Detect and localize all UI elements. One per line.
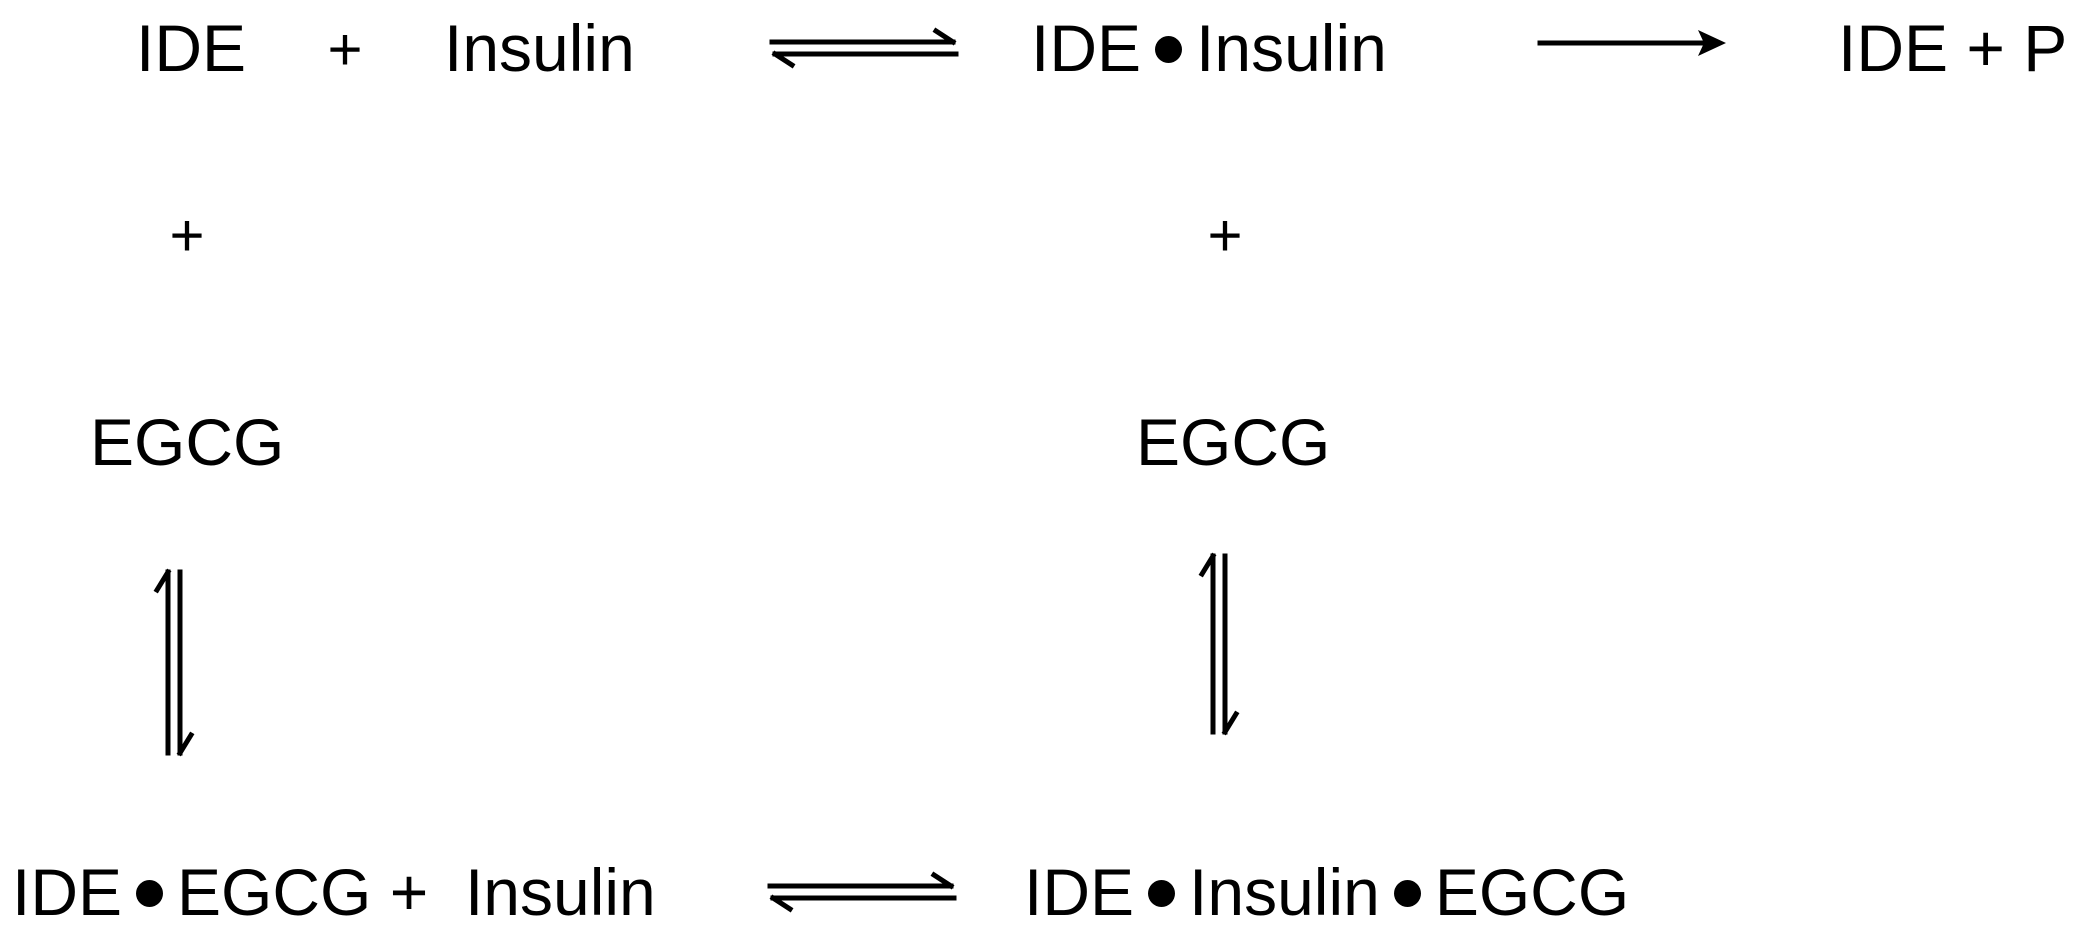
bond-dot (1393, 880, 1421, 908)
ide-label: IDE (12, 855, 123, 929)
products-label: P (2023, 11, 2068, 85)
equilibrium-arrow-bottom (767, 871, 957, 913)
catalysis-arrow (1537, 30, 1726, 56)
insulin-label: Insulin (1196, 11, 1387, 85)
plus-left-vertical: + (169, 202, 205, 269)
egcg-label: EGCG (1434, 855, 1630, 929)
bond-dot (1155, 36, 1183, 64)
bond-dot (1148, 880, 1176, 908)
plus-top-1: + (327, 16, 363, 83)
insulin-label: Insulin (1189, 855, 1380, 929)
insulin-free: Insulin (444, 11, 635, 85)
equilibrium-arrow-right-vertical (1198, 552, 1240, 736)
ide-plus-products: IDE + P (1838, 15, 2067, 81)
plus-right-vertical: + (1207, 202, 1243, 269)
insulin-label: Insulin (464, 855, 656, 929)
bond-dot (136, 880, 164, 908)
plus-sign: + (389, 855, 429, 929)
ide-label: IDE (1024, 855, 1135, 929)
egcg-label: EGCG (177, 855, 372, 929)
equilibrium-arrow-left-vertical (153, 568, 195, 757)
egcg-right: EGCG (1136, 405, 1331, 479)
equilibrium-arrow-top (769, 27, 959, 69)
egcg-left: EGCG (90, 405, 285, 479)
ide-label: IDE (1031, 11, 1142, 85)
plus-sign: + (1966, 11, 2005, 85)
ide-free: IDE (136, 11, 247, 85)
ide-label: IDE (1838, 11, 1949, 85)
